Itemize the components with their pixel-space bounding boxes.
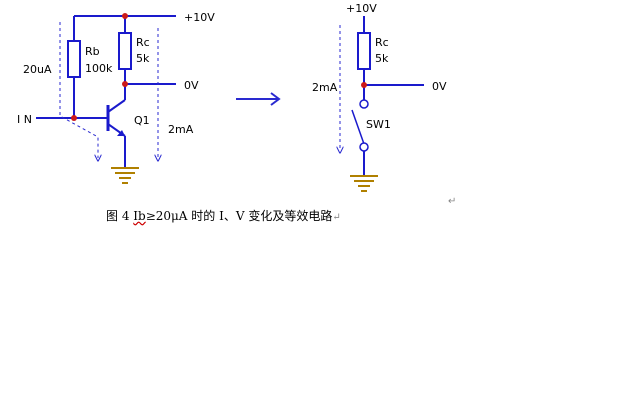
- collector-current-label: 2mA: [168, 123, 194, 136]
- base-current-arrow-icon: [59, 22, 98, 158]
- rc-name-label-left: Rc: [136, 36, 150, 49]
- right-circuit: [351, 16, 424, 176]
- transistor-label: Q1: [134, 114, 150, 127]
- left-output-label: 0V: [184, 79, 199, 92]
- left-supply-label: +10V: [184, 11, 215, 24]
- transistor-collector-leg: [107, 99, 126, 113]
- rb-resistor: [67, 40, 81, 78]
- right-current-label: 2mA: [312, 81, 338, 94]
- rc-value-label-right: 5k: [375, 52, 389, 65]
- node-dot-base: [71, 115, 77, 121]
- node-dot-output: [122, 81, 128, 87]
- rb-value-label: 100k: [85, 62, 113, 75]
- node-dot-top: [122, 13, 128, 19]
- rc-value-label-left: 5k: [136, 52, 150, 65]
- stray-paragraph-mark: ↵: [448, 196, 456, 207]
- caption-end-mark: ↵: [332, 212, 341, 223]
- right-arrow-icon: [236, 92, 281, 106]
- rc-name-label-right: Rc: [375, 36, 389, 49]
- rc-resistor-right: [357, 32, 371, 70]
- rb-name-label: Rb: [85, 45, 100, 58]
- switch-terminal-top: [359, 99, 369, 109]
- caption-text: ≥20μA 时的 I、V 变化及等效电路: [145, 209, 333, 223]
- right-node-dot: [361, 82, 367, 88]
- base-current-label: 20uA: [23, 63, 52, 76]
- right-ground-icon: [350, 175, 378, 192]
- rc-resistor-left: [118, 32, 132, 70]
- figure-caption: 图 4 Ib≥20μA 时的 I、V 变化及等效电路↵: [106, 207, 341, 224]
- switch-label: SW1: [366, 118, 391, 131]
- right-output-label: 0V: [432, 80, 447, 93]
- left-circuit: [36, 15, 176, 168]
- caption-ib: Ib: [133, 209, 146, 223]
- switch-blade: [351, 109, 365, 145]
- left-ground-icon: [111, 167, 139, 184]
- caption-prefix: 图 4: [106, 209, 134, 223]
- switch-terminal-bottom: [359, 142, 369, 152]
- right-supply-label: +10V: [346, 2, 377, 15]
- input-label: I N: [17, 113, 32, 126]
- emitter-arrow-icon: [117, 130, 125, 136]
